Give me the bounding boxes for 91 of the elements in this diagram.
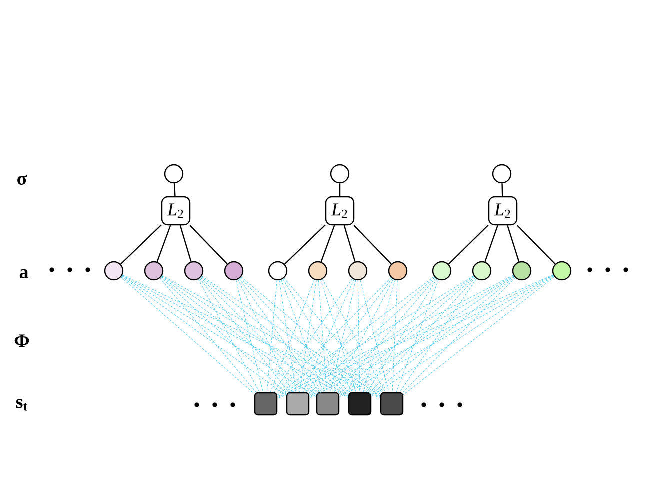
dashed-line (322, 279, 386, 393)
dashed-line (162, 275, 381, 398)
square (254, 392, 278, 416)
dashed-line (160, 277, 287, 394)
row-label: Φ (14, 334, 30, 348)
dashed-line (396, 280, 439, 393)
dashed-line (334, 279, 394, 393)
line (339, 184, 341, 196)
dashed-line (392, 280, 398, 393)
rounded-box: L$_{2}$ (488, 196, 518, 226)
dashed-line (302, 279, 354, 393)
square (348, 392, 372, 416)
dashed-line (358, 280, 360, 393)
rounded-box: L$_{2}$ (161, 196, 191, 226)
dashed-line (403, 278, 516, 393)
rounded-box: L$_{2}$ (325, 196, 355, 226)
dashed-line (366, 278, 438, 393)
square (286, 392, 310, 416)
line (180, 225, 192, 262)
dashed-line (120, 277, 255, 394)
circle (184, 261, 204, 281)
circle (268, 261, 288, 281)
line (484, 225, 498, 262)
circle (348, 261, 368, 281)
circle (104, 261, 124, 281)
line (354, 225, 392, 265)
dashed-line (371, 276, 515, 395)
line (507, 225, 520, 262)
dashed-line (201, 276, 349, 395)
dashed-line (320, 280, 357, 393)
dashed-line (202, 276, 381, 396)
circle (164, 164, 184, 184)
circle (432, 261, 452, 281)
dashed-line (370, 278, 476, 393)
circle (388, 261, 408, 281)
square (316, 392, 340, 416)
dashed-line (200, 278, 317, 393)
circle (224, 261, 244, 281)
line (320, 225, 336, 262)
dashed-line (299, 280, 317, 393)
dashed-line (309, 277, 436, 394)
circle (512, 261, 532, 281)
dashed-line (339, 277, 476, 394)
dashed-line (160, 278, 257, 393)
line (516, 225, 556, 265)
dashed-line (200, 278, 290, 393)
dashed-line (371, 276, 554, 397)
row-label: σ (18, 174, 28, 186)
dashed-line (360, 280, 390, 393)
dashed-line (122, 276, 287, 396)
dashed-line (306, 278, 392, 393)
dashed-line (400, 278, 477, 393)
line (120, 224, 162, 265)
dashed-line (240, 278, 350, 393)
line (502, 184, 504, 196)
dashed-line (309, 276, 474, 396)
line (190, 225, 228, 265)
circle (330, 164, 350, 184)
dashed-line (241, 276, 381, 395)
line (156, 225, 172, 262)
dashed-line (236, 280, 264, 393)
row-label: s$_{t}$ (16, 399, 28, 411)
dashed-line (122, 276, 317, 398)
circle (144, 261, 164, 281)
dashed-line (162, 276, 349, 397)
dashed-line (281, 280, 324, 393)
circle (492, 164, 512, 184)
dashed-line (363, 280, 396, 393)
line (344, 225, 356, 262)
square (380, 392, 404, 416)
dashed-line (239, 278, 320, 393)
line (174, 184, 176, 196)
dashed-line (238, 279, 293, 393)
dashed-line (403, 276, 555, 396)
dashed-line (270, 280, 315, 393)
dashed-line (266, 280, 278, 393)
line (448, 224, 489, 265)
dashed-line (279, 280, 297, 393)
dashed-line (339, 276, 514, 396)
dashed-line (161, 276, 317, 396)
dashed-line (277, 276, 474, 398)
dashed-line (330, 280, 356, 393)
circle (308, 261, 328, 281)
line (284, 224, 326, 265)
row-label: a (20, 269, 28, 279)
circle (472, 261, 492, 281)
dashed-line (277, 276, 435, 396)
dashed-line (338, 278, 436, 393)
dashed-line (198, 279, 260, 393)
dashed-line (318, 280, 328, 393)
circle (552, 261, 572, 281)
